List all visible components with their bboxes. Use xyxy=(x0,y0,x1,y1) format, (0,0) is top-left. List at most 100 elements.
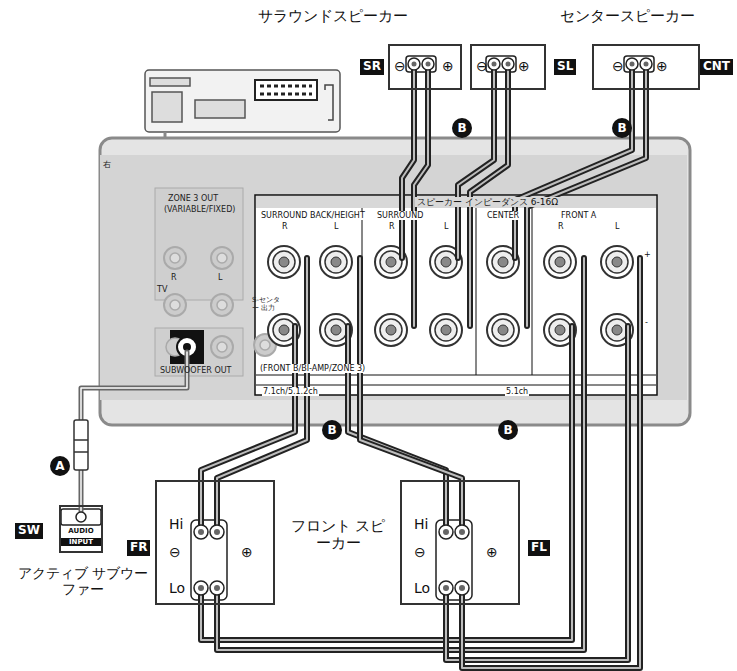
front-speaker: Hi⊖⊕FLLo xyxy=(400,480,520,605)
rca-jack-pin xyxy=(170,300,180,310)
channel-label: 5.1ch xyxy=(505,387,529,396)
binding-post xyxy=(640,58,652,70)
binding-post-hole xyxy=(198,585,204,591)
terminal-ring xyxy=(273,319,295,341)
input-label: AUDIO xyxy=(61,527,101,535)
binding-post xyxy=(439,525,453,539)
rca-jack-pin xyxy=(217,300,227,310)
panel-label: FRONT A xyxy=(560,211,597,220)
cable xyxy=(201,326,572,640)
speaker-cables xyxy=(74,64,646,668)
binding-post-hole xyxy=(214,529,220,535)
front-speaker: FRHi⊖⊕Lo xyxy=(155,480,275,605)
terminal-ring xyxy=(380,251,402,273)
panel-label: ZONE 3 OUT xyxy=(168,194,218,203)
terminal-ring xyxy=(325,319,347,341)
binding-post-hole xyxy=(630,62,635,67)
cable xyxy=(360,258,462,532)
panel-label: 右 xyxy=(103,160,111,169)
polarity-mark: ⊕ xyxy=(656,58,668,74)
terminal-ring xyxy=(435,251,457,273)
terminal-hole xyxy=(279,257,289,267)
panel-label: L xyxy=(333,222,339,231)
terminal-ring xyxy=(325,251,347,273)
callout-letter: B xyxy=(612,118,632,138)
panel-label: SURROUND xyxy=(376,211,424,220)
speaker-tag: SL xyxy=(554,59,576,75)
terminal-ring xyxy=(375,314,407,346)
cable-core xyxy=(515,64,632,258)
speaker-tag: SR xyxy=(360,59,384,75)
polarity-mark: ⊖ xyxy=(169,544,181,560)
surround-speaker: SR⊖⊕ xyxy=(388,44,462,90)
terminal-hole xyxy=(386,257,396,267)
terminal-ring xyxy=(549,251,571,273)
panel-label: R xyxy=(281,222,289,231)
terminal-ring xyxy=(430,314,462,346)
binding-post-hole xyxy=(443,585,449,591)
terminal-hole xyxy=(498,325,508,335)
group-title: フロント スピーカー xyxy=(288,518,388,553)
binding-post xyxy=(488,58,500,70)
terminal-hole xyxy=(331,257,341,267)
terminal-hole xyxy=(441,257,451,267)
panel-label: (VARIABLE/FIXED) xyxy=(164,205,235,214)
binding-post-hole xyxy=(506,62,511,67)
panel-label: TV xyxy=(157,285,167,294)
panel-label: R xyxy=(557,222,565,231)
speaker-binding-posts xyxy=(76,58,652,595)
cable xyxy=(458,64,494,258)
callout-letter: B xyxy=(498,420,518,440)
callout-letter: B xyxy=(322,420,342,440)
rca-jack-pin xyxy=(260,340,270,350)
polarity-mark: ⊖ xyxy=(612,58,624,74)
terminal-ring xyxy=(601,246,633,278)
rca-jack xyxy=(164,294,186,316)
terminal-ring xyxy=(435,319,457,341)
polarity-mark: ⊕ xyxy=(442,58,454,74)
center-speaker: ⊖⊕CNT xyxy=(592,44,700,90)
terminal-label: Lo xyxy=(169,580,185,596)
speaker-tag: FL xyxy=(528,540,550,556)
binding-post xyxy=(422,58,434,70)
speaker-tag: CNT xyxy=(700,59,733,75)
callout-letter: B xyxy=(452,118,472,138)
binding-post-hole xyxy=(412,62,417,67)
cable-core xyxy=(201,326,572,640)
terminal-label: Lo xyxy=(414,580,430,596)
panel-label: (FRONT B/BI-AMP/ZONE 3) xyxy=(259,364,366,373)
terminal-hole xyxy=(612,325,622,335)
binding-post xyxy=(626,58,638,70)
panel-label: R xyxy=(388,222,396,231)
terminal-ring xyxy=(273,251,295,273)
rca-jack xyxy=(211,294,233,316)
speaker-tag: SW xyxy=(15,523,43,539)
binding-post-hole xyxy=(426,62,431,67)
cable-core xyxy=(81,352,187,420)
terminal-hole xyxy=(612,257,622,267)
speaker-terminals xyxy=(268,246,633,346)
binding-post-hole xyxy=(443,529,449,535)
terminal-ring xyxy=(549,319,571,341)
cable-core xyxy=(462,258,640,668)
cable-core xyxy=(458,64,494,258)
receiver-icon xyxy=(145,70,340,140)
terminal-ring xyxy=(544,246,576,278)
terminal-hole xyxy=(498,257,508,267)
surround-speaker: ⊖⊕SL xyxy=(470,44,546,90)
terminal-ring xyxy=(487,314,519,346)
terminal-ring xyxy=(380,319,402,341)
polarity-mark: ⊕ xyxy=(486,544,498,560)
cable xyxy=(414,64,428,326)
cable xyxy=(470,64,508,326)
panel-label: L xyxy=(443,222,449,231)
panel-label: CENTER xyxy=(486,211,520,220)
polarity-mark: ⊕ xyxy=(518,58,530,74)
callout-letter: A xyxy=(50,456,70,476)
terminal-label: Hi xyxy=(169,516,183,532)
panel-label: L xyxy=(218,273,222,282)
binding-post xyxy=(502,58,514,70)
binding-post xyxy=(194,581,208,595)
terminal-hole xyxy=(441,325,451,335)
